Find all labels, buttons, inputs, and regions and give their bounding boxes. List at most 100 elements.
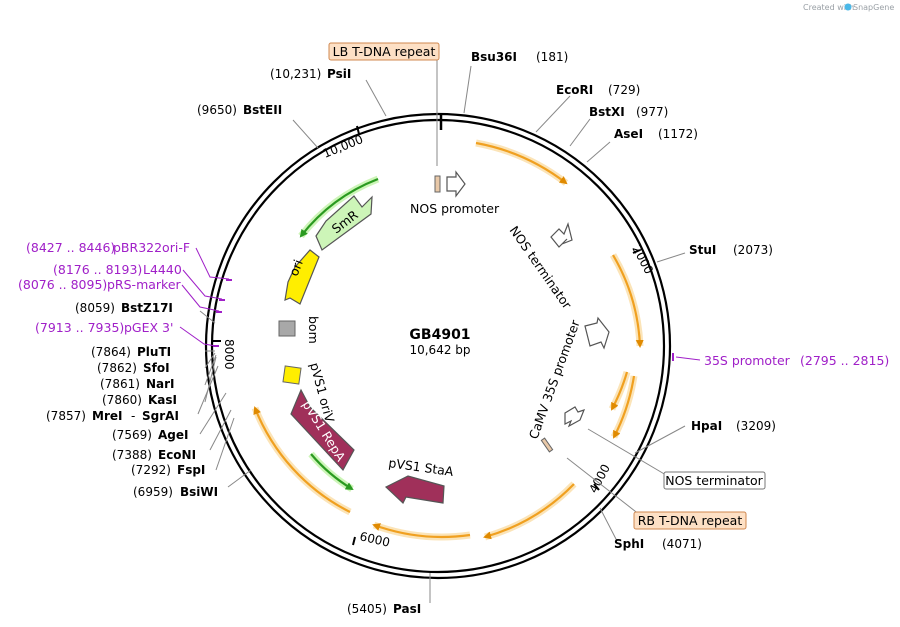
- enzyme-bsiwi[interactable]: (6959) BsiWI: [133, 485, 218, 499]
- nos-terminator-feature: NOS terminator: [507, 222, 575, 312]
- pvs1-oriv-box: [282, 365, 302, 385]
- svg-text:StuI: StuI: [689, 243, 716, 257]
- tick-label-6000: 6000: [358, 529, 391, 550]
- enzyme-asei[interactable]: AseI (1172): [614, 127, 698, 141]
- lb-tdna-box[interactable]: LB T-DNA repeat: [328, 42, 440, 61]
- smr-feature: SmR: [315, 195, 373, 251]
- enzyme-sphi[interactable]: SphI (4071): [614, 537, 702, 551]
- nos-promoter-label: NOS promoter: [410, 201, 500, 216]
- svg-text:(8176 .. 8193): (8176 .. 8193): [53, 262, 142, 277]
- svg-text:(10,231): (10,231): [270, 67, 321, 81]
- svg-text:SphI: SphI: [614, 537, 644, 551]
- tick-label-8000: 8000: [222, 339, 236, 370]
- svg-text:PsiI: PsiI: [327, 67, 351, 81]
- orf-arc-6: [372, 523, 471, 539]
- svg-text:(2073): (2073): [733, 243, 773, 257]
- nos-promoter-feature: NOS promoter: [410, 170, 500, 216]
- enzyme-fspi[interactable]: (7292) FspI: [131, 463, 205, 477]
- orf-arc-3: [611, 371, 629, 411]
- svg-text:(4071): (4071): [662, 537, 702, 551]
- feature-leaders: [436, 60, 667, 516]
- svg-text:(9650): (9650): [197, 103, 237, 117]
- lb-tdna-label: LB T-DNA repeat: [333, 44, 436, 59]
- camv-arrow: [584, 316, 610, 350]
- enzyme-bstz17i[interactable]: (8059) BstZ17I: [75, 301, 173, 315]
- enzyme-nari[interactable]: (7861) NarI: [100, 377, 175, 391]
- enzyme-kasi[interactable]: (7860) KasI: [102, 393, 177, 407]
- primer-prs-marker[interactable]: (8076 .. 8095) pRS-marker: [18, 277, 182, 292]
- enzyme-mrei-sgrai[interactable]: (7857) MreI - SgrAI: [46, 409, 179, 423]
- nos-promoter-arrow: [446, 170, 466, 198]
- enzyme-bsu36i[interactable]: Bsu36I (181): [471, 50, 568, 64]
- credit-prefix: Created with: [803, 3, 854, 12]
- pvs1-staa-feature: pVS1 StaA: [384, 455, 455, 504]
- svg-text:(7864): (7864): [91, 345, 131, 359]
- credit-brand: SnapGene: [853, 3, 894, 12]
- primer-pgex-3[interactable]: (7913 .. 7935) pGEX 3': [35, 320, 173, 335]
- enzyme-bsteii[interactable]: (9650) BstEII: [197, 103, 282, 117]
- primer-pbr322ori-f[interactable]: (8427 .. 8446) pBR322ori-F: [26, 240, 190, 255]
- plasmid-size: 10,642 bp: [409, 343, 470, 357]
- primer-35s-promoter[interactable]: 35S promoter (2795 .. 2815): [704, 353, 889, 368]
- svg-text:(7857): (7857): [46, 409, 86, 423]
- svg-text:pRS-marker: pRS-marker: [107, 277, 182, 292]
- svg-text:EcoNI: EcoNI: [158, 448, 196, 462]
- nos-terminator-box-label: NOS terminator: [665, 473, 763, 488]
- svg-text:KasI: KasI: [148, 393, 177, 407]
- svg-text:BstXI: BstXI: [589, 105, 625, 119]
- enzyme-pasi[interactable]: (5405) PasI: [347, 602, 421, 616]
- svg-text:NarI: NarI: [146, 377, 175, 391]
- nos-terminator-box[interactable]: NOS terminator: [663, 471, 766, 490]
- svg-text:(977): (977): [636, 105, 668, 119]
- svg-text:(7569): (7569): [112, 428, 152, 442]
- orf-arc-2: [612, 254, 644, 348]
- svg-text:(5405): (5405): [347, 602, 387, 616]
- ori-feature: ori: [284, 249, 320, 305]
- tick-label-10000: 10,000: [321, 132, 365, 161]
- nos-terminator-lower: [540, 406, 586, 453]
- enzyme-ecori[interactable]: EcoRI (729): [556, 83, 640, 97]
- svg-text:-: -: [131, 409, 135, 423]
- enzyme-psii[interactable]: (10,231) PsiI: [270, 67, 351, 81]
- orf-arc-4: [613, 375, 636, 439]
- enzyme-agei[interactable]: (7569) AgeI: [112, 428, 188, 442]
- svg-text:PluTI: PluTI: [137, 345, 171, 359]
- rb-repeat-mark: [540, 437, 554, 453]
- rb-tdna-box[interactable]: RB T-DNA repeat: [633, 511, 747, 530]
- plasmid-name: GB4901: [409, 327, 470, 343]
- smr-arrow: [315, 195, 373, 251]
- svg-text:SfoI: SfoI: [143, 361, 170, 375]
- enzyme-bstxi[interactable]: BstXI (977): [589, 105, 668, 119]
- orf-arc-7: [253, 406, 351, 513]
- svg-text:(7860): (7860): [102, 393, 142, 407]
- enzyme-stui[interactable]: StuI (2073): [689, 243, 773, 257]
- svg-text:AgeI: AgeI: [158, 428, 188, 442]
- svg-text:(8059): (8059): [75, 301, 115, 315]
- pvs1-staa-arrow: [384, 475, 445, 504]
- svg-text:Bsu36I: Bsu36I: [471, 50, 517, 64]
- tick-10000: 10,000: [321, 125, 365, 161]
- svg-text:(1172): (1172): [658, 127, 698, 141]
- primer-l4440[interactable]: (8176 .. 8193) L4440: [53, 262, 182, 277]
- svg-text:(7862): (7862): [97, 361, 137, 375]
- svg-text:(8076 .. 8095): (8076 .. 8095): [18, 277, 107, 292]
- backbone-outer: [204, 112, 672, 580]
- svg-text:(729): (729): [608, 83, 640, 97]
- enzyme-econi[interactable]: (7388) EcoNI: [112, 448, 196, 462]
- green-arcs: [298, 175, 380, 492]
- bom-box: [278, 320, 296, 337]
- enzyme-pluti[interactable]: (7864) PluTI: [91, 345, 171, 359]
- orf-arc-1: [475, 141, 568, 185]
- enzyme-sfoi[interactable]: (7862) SfoI: [97, 361, 170, 375]
- svg-text:EcoRI: EcoRI: [556, 83, 593, 97]
- enzyme-hpai[interactable]: HpaI (3209): [691, 419, 776, 433]
- svg-text:AseI: AseI: [614, 127, 643, 141]
- pvs1-repa-arrow: [290, 388, 355, 472]
- nos-terminator-arrow: [550, 222, 573, 248]
- lb-repeat-mark: [434, 175, 441, 193]
- rb-tdna-label: RB T-DNA repeat: [638, 513, 743, 528]
- orf-arc-5: [483, 483, 575, 540]
- bom-feature: bom: [278, 316, 321, 344]
- smr-cds-arc: [299, 177, 379, 238]
- ori-label: ori: [286, 257, 306, 278]
